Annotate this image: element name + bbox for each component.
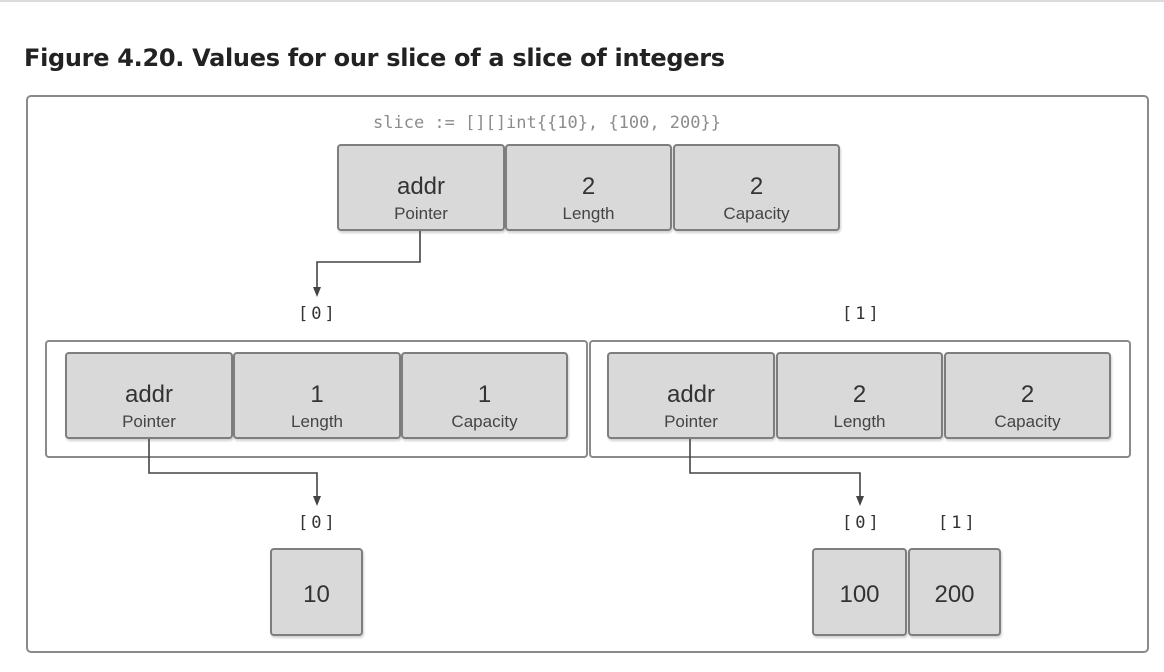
slice-1-pointer-arrow-line: [689, 439, 861, 497]
inner-slice-0-capacity-value: 1: [477, 381, 492, 408]
top-capacity-label: Capacity: [723, 204, 790, 223]
array-1-element-0-value: 100: [839, 581, 880, 608]
top-pointer-label: Pointer: [394, 204, 448, 223]
inner-slice-0-pointer-value: addr: [124, 381, 174, 408]
inner-slice-0-length-cell: 1 Length: [233, 352, 401, 439]
array-1-element-1-index: [1]: [938, 513, 978, 533]
top-length-cell: 2 Length: [505, 144, 672, 231]
array-1-element-0-index: [0]: [842, 513, 882, 533]
inner-slice-1-pointer-cell: addr Pointer: [607, 352, 775, 439]
inner-slice-0-index: [0]: [298, 304, 338, 324]
top-pointer-arrow-line: [316, 231, 421, 288]
inner-slice-1-pointer-value: addr: [666, 381, 716, 408]
inner-slice-1-capacity-cell: 2 Capacity: [944, 352, 1111, 439]
top-capacity-value: 2: [749, 173, 764, 200]
inner-slice-0-length-label: Length: [291, 412, 343, 431]
inner-slice-0-length-value: 1: [310, 381, 324, 408]
array-0-element-0-value: 10: [303, 581, 330, 608]
top-divider: [0, 0, 1164, 2]
inner-slice-1-capacity-value: 2: [1020, 381, 1035, 408]
array-1-element-1-value: 200: [934, 581, 975, 608]
slice-0-pointer-arrow-line: [148, 439, 318, 497]
inner-slice-1-length-label: Length: [833, 412, 886, 431]
top-pointer-cell: addr Pointer: [337, 144, 505, 231]
inner-slice-0-pointer-label: Pointer: [122, 412, 176, 431]
inner-slice-1-capacity-label: Capacity: [994, 412, 1061, 431]
code-declaration: slice := [][]int{{10}, {100, 200}}: [373, 113, 721, 133]
slice-0-pointer-arrowhead: [313, 496, 321, 506]
inner-slice-1-length-cell: 2 Length: [776, 352, 943, 439]
inner-slice-0-capacity-label: Capacity: [451, 412, 518, 431]
top-length-value: 2: [581, 173, 596, 200]
slice-1-pointer-arrowhead: [856, 496, 864, 506]
inner-slice-1-index: [1]: [842, 304, 882, 324]
array-1-element-0: 100: [812, 548, 907, 636]
inner-slice-1-length-value: 2: [852, 381, 867, 408]
array-1-element-1: 200: [908, 548, 1001, 636]
top-pointer-value: addr: [396, 173, 446, 200]
top-pointer-arrowhead: [313, 287, 321, 297]
figure-caption: Figure 4.20. Values for our slice of a s…: [24, 44, 725, 72]
inner-slice-0-pointer-cell: addr Pointer: [65, 352, 233, 439]
array-0-element-0-index: [0]: [298, 513, 338, 533]
array-0-element-0: 10: [270, 548, 363, 636]
inner-slice-0-capacity-cell: 1 Capacity: [401, 352, 568, 439]
top-capacity-cell: 2 Capacity: [673, 144, 840, 231]
top-length-label: Length: [562, 204, 615, 223]
inner-slice-1-pointer-label: Pointer: [664, 412, 718, 431]
